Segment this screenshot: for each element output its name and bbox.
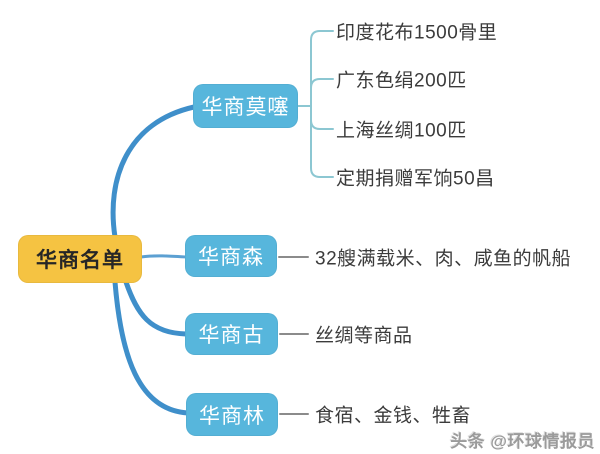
bracket-branch-1-leaf-3 [310,105,334,130]
bracket-branch-1-leaf-2 [310,78,334,107]
bracket-branch-1-leaf-4 [310,105,334,178]
curve-root-to-branch-4 [112,279,191,416]
leaf-label: 定期捐赠军饷50昌 [336,168,495,190]
bracket-branch-1-leaf-1 [310,30,334,107]
branch-node-2: 华商森 [185,235,277,277]
watermark-text: 头条 @环球情报员 [450,432,595,451]
leaf-label: 丝绸等商品 [315,325,413,347]
curve-root-to-branch-2 [139,254,188,259]
branch-node-4: 华商林 [186,393,278,436]
branch-node-1: 华商莫噻 [193,84,298,128]
leaf-label: 食宿、金钱、牲畜 [315,405,472,427]
leaf-label: 上海丝绸100匹 [336,120,467,142]
curve-root-to-branch-1 [110,104,197,240]
root-node: 华商名单 [18,235,142,283]
leaf-label: 广东色绢200匹 [336,70,467,92]
leaf-label: 32艘满载米、肉、咸鱼的帆船 [315,248,572,270]
leaf-label: 印度花布1500骨里 [336,22,498,44]
branch-node-3: 华商古 [185,313,278,355]
curve-root-to-branch-3 [123,279,189,337]
